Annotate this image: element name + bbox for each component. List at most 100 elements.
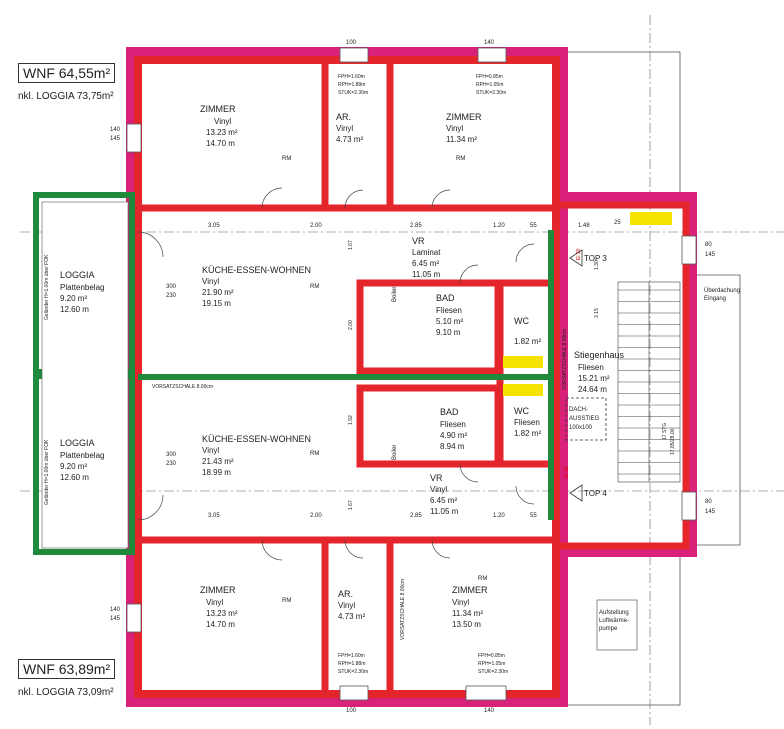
rm-marker-2: RM <box>456 156 465 162</box>
vr-top-name: VR <box>412 236 425 246</box>
zimmer-tl-perimeter: 14.70 m <box>206 139 235 148</box>
stair-count-label: 17 STG <box>662 423 668 440</box>
zimmer-tl-area: 13.23 m² <box>206 128 238 137</box>
vorsatzschale-label-mid: VORSATZSCHALE 8.00cm <box>152 384 213 390</box>
top4-arrow-icon <box>569 484 583 502</box>
vr-bot-name: VR <box>430 473 443 483</box>
zimmer-br-perimeter: 13.50 m <box>452 620 481 629</box>
rm-marker-5: RM <box>282 598 291 604</box>
bad-bot-name: BAD <box>440 407 459 417</box>
wc-bot-area: 1.82 m² <box>514 429 541 438</box>
ueberdachung-label: Überdachung <box>704 287 740 294</box>
rm-marker-4: RM <box>310 451 319 457</box>
ar-bot-area: 4.73 m² <box>338 612 365 621</box>
yellow-fills <box>503 212 672 396</box>
ar-bot-name: AR. <box>338 589 353 599</box>
aufstellung-box <box>596 599 638 651</box>
stiegenhaus-area: 15.21 m² <box>578 374 610 383</box>
loggia-bot-name: LOGGIA <box>60 438 95 448</box>
misc-labels: Überdachung Eingang Aufstellung Luftwärm… <box>282 156 740 632</box>
wc-bot-name: WC <box>514 406 529 416</box>
bad-top-floor: Fliesen <box>436 306 462 315</box>
fph-b-top: FPH=0.85m <box>476 74 503 80</box>
zimmer-tr-area: 11.34 m² <box>446 135 477 144</box>
zimmer-bl-perimeter: 14.70 m <box>206 620 235 629</box>
loggia-bot-floor: Plattenbelag <box>60 451 104 460</box>
dim-2-85-top: 2.85 <box>410 223 422 229</box>
axis-lines <box>20 15 784 725</box>
bottom-unit-loggia-label: nkl. LOGGIA 73,09m² <box>18 687 114 698</box>
rph-a-bot: RPH=1.88m <box>338 661 365 667</box>
dach-ausstieg-box <box>565 397 607 441</box>
ar-top-area: 4.73 m² <box>336 135 363 144</box>
stiegenhaus-floor: Fliesen <box>578 363 604 372</box>
ar-top-floor: Vinyl <box>336 124 353 133</box>
boiler-label-bot: Boiler <box>392 445 398 460</box>
ar-bot-floor: Vinyl <box>338 601 355 610</box>
bad-top-perimeter: 9.10 m <box>436 328 461 337</box>
zimmer-bl-name: ZIMMER <box>200 585 236 595</box>
pumpe-label: pumpe <box>599 626 618 632</box>
top3-label: TOP 3 <box>584 254 607 263</box>
dim-145-right-top: 145 <box>705 252 716 258</box>
dim-1-92: 1.92 <box>348 415 354 425</box>
window-notes: FPH=1.60m RPH=1.88m STUK=2.30m FPH=0.85m… <box>338 74 508 675</box>
dim-1-67-top: 1.67 <box>348 240 354 250</box>
rph-b-bot: RPH=1.05m <box>478 661 505 667</box>
dim-145-right-bot: 145 <box>705 509 716 515</box>
rph-b-top: RPH=1.05m <box>476 82 503 88</box>
interior-walls <box>138 60 555 694</box>
fph-a-bot: FPH=1.60m <box>338 653 365 659</box>
loggia-top-perimeter: 12.60 m <box>60 305 89 314</box>
loggia-top-area: 9.20 m² <box>60 294 87 303</box>
el30-label-bot: El 30 <box>564 466 570 478</box>
dim-1-20-top: 1.20 <box>493 223 505 229</box>
loggia-bot-perimeter: 12.60 m <box>60 473 89 482</box>
dim-140-top: 140 <box>484 40 495 46</box>
bad-bot-floor: Fliesen <box>440 420 466 429</box>
top4-label: TOP 4 <box>584 489 607 498</box>
bad-bot-area: 4.90 m² <box>440 431 467 440</box>
dim-3-15: 3.15 <box>594 308 600 318</box>
dim-1-20-bot: 1.20 <box>493 513 505 519</box>
stuk-a-top: STUK=2.30m <box>338 90 368 96</box>
dimension-row-top: 3.05 2.00 2.85 1.20 55 1.48 25 <box>208 220 621 229</box>
zimmer-tl-floor: Vinyl <box>214 117 231 126</box>
ar-top-name: AR. <box>336 112 351 122</box>
zimmer-tr-floor: Vinyl <box>446 124 463 133</box>
vr-bot-perimeter: 11.05 m <box>430 507 459 516</box>
kueche-bot-floor: Vinyl <box>202 446 219 455</box>
bottom-unit-wnf-label: WNF 63,89m² <box>18 659 116 679</box>
vorsatzschale-label-stair: VORSATZSCHALE 8.00cm <box>562 329 568 390</box>
kueche-top-floor: Vinyl <box>202 277 219 286</box>
loggia-frames <box>33 192 135 555</box>
rm-marker-1: RM <box>282 156 291 162</box>
dim-140-left-top: 140 <box>110 127 121 133</box>
zimmer-bl-area: 13.23 m² <box>206 609 238 618</box>
kueche-top-area: 21.90 m² <box>202 288 234 297</box>
ausstieg-size-label: 100x100 <box>569 425 593 431</box>
vr-top-area: 6.45 m² <box>412 259 439 268</box>
boiler-label-top: Boiler <box>392 287 398 302</box>
top3-arrow-icon <box>569 249 583 267</box>
fph-a-top: FPH=1.60m <box>338 74 365 80</box>
loggia-top-name: LOGGIA <box>60 270 95 280</box>
bad-bot-perimeter: 8.94 m <box>440 442 465 451</box>
dim-300-bot: 300 <box>166 452 177 458</box>
top-unit-wnf-label: WNF 64,55m² <box>18 63 116 83</box>
vorsatzschale-label-bottom: VORSATZSCHALE 8.00cm <box>400 579 406 640</box>
luftwaerme-label: Luftwärme- <box>599 618 629 624</box>
kueche-top-name: KÜCHE-ESSEN-WOHNEN <box>202 265 311 275</box>
wc-top-area: 1.82 m² <box>514 337 541 346</box>
dim-2-00-vert: 2.00 <box>348 320 354 330</box>
room-labels: ZIMMER Vinyl 13.23 m² 14.70 m AR. Vinyl … <box>60 104 625 629</box>
gelaender-label-bot: Geländer H=1.00m über FOK <box>44 439 50 505</box>
dim-3-05-bot: 3.05 <box>208 513 220 519</box>
rm-marker-3: RM <box>310 284 319 290</box>
stair-ratio-label: 17,85/28,00 <box>670 428 676 455</box>
dim-145-left-top: 145 <box>110 136 121 142</box>
aufstellung-label: Aufstellung <box>599 610 629 616</box>
el30-label-top: El 30 <box>576 248 582 260</box>
stiegenhaus-name: Stiegenhaus <box>574 350 625 360</box>
dim-1-30: 1.30 <box>594 260 600 270</box>
